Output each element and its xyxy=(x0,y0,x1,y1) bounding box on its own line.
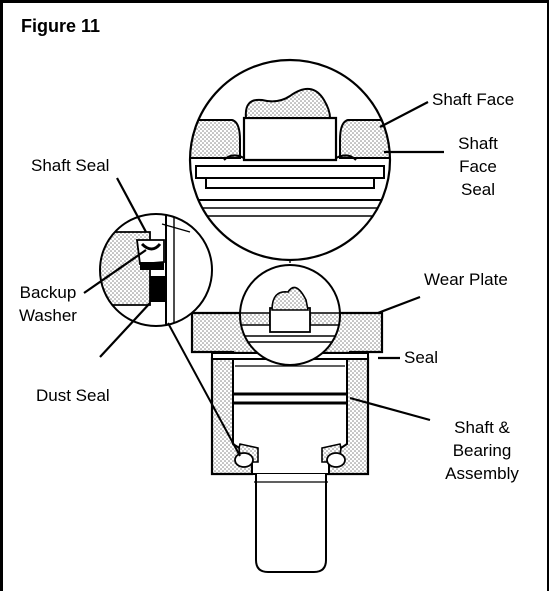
label-backup-washer-line2: Washer xyxy=(19,306,77,325)
figure-title: Figure 11 xyxy=(21,16,101,36)
label-shaft-face-seal-line3: Seal xyxy=(460,180,496,199)
label-assembly-line1: Shaft & xyxy=(454,418,510,437)
shaft-bearing-assembly xyxy=(232,358,348,573)
label-assembly-line3: Assembly xyxy=(445,464,519,483)
label-shaft-face-seal: Shaft Face Seal xyxy=(448,132,508,201)
label-backup-washer-line1: Backup xyxy=(19,283,77,302)
shaft-seal-detail-circle xyxy=(99,213,213,327)
label-assembly-line2: Bearing xyxy=(452,441,512,460)
label-shaft-face: Shaft Face xyxy=(432,90,515,109)
upper-detail-callout xyxy=(239,264,341,366)
label-dust-seal: Dust Seal xyxy=(36,386,110,405)
label-shaft-bearing-assembly: Shaft & Bearing Assembly xyxy=(432,416,532,485)
label-seal: Seal xyxy=(404,348,439,367)
label-wear-plate: Wear Plate xyxy=(424,270,508,289)
label-shaft-face-seal-line2: Face xyxy=(459,157,497,176)
detail-connector xyxy=(167,322,241,457)
shaft-face-detail-circle xyxy=(188,58,392,262)
label-backup-washer: Backup Washer xyxy=(12,281,84,327)
label-shaft-seal: Shaft Seal xyxy=(31,156,110,175)
label-shaft-face-seal-line1: Shaft xyxy=(458,134,498,153)
leader-lines xyxy=(83,101,444,422)
